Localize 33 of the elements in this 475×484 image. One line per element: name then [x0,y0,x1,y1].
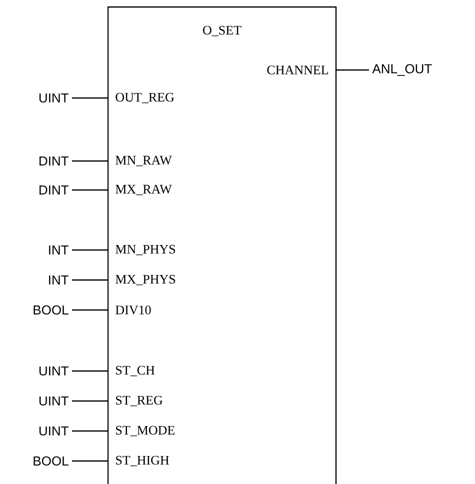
pin-label: DIV10 [116,306,151,314]
connector-line [336,69,369,71]
pin-label: MX_RAW [116,184,172,196]
connector-line [72,309,108,311]
signal-label: UINT [39,366,68,376]
pin-label: ST_HIGH [116,456,169,466]
signal-label: DINT [40,156,68,166]
signal-label: BOOL [34,456,68,466]
connector-line [72,249,108,251]
pin-label: MX_PHYS [116,274,176,286]
connector-line [72,370,108,372]
connector-line [72,400,108,402]
connector-line [72,97,108,99]
connector-line [72,160,108,162]
signal-label: UINT [39,426,68,436]
signal-label: BOOL [34,305,68,315]
connector-line [72,460,108,462]
signal-label: INT [49,246,68,254]
connector-line [72,189,108,191]
signal-label: UINT [39,396,68,406]
pin-label: ST_CH [116,366,155,376]
signal-label: DINT [40,186,68,194]
pin-label: MN_PHYS [116,244,176,256]
connector-line [72,430,108,432]
pin-label: CHANNEL [267,66,328,74]
pin-label: ST_MODE [116,426,174,436]
pin-label: OUT_REG [116,92,174,104]
signal-label: UINT [39,93,68,103]
signal-label: ANL_OUT [372,64,432,76]
connector-line [72,279,108,281]
pin-label: ST_REG [116,396,162,406]
signal-label: INT [49,276,68,284]
pin-label: MN_RAW [116,156,172,166]
